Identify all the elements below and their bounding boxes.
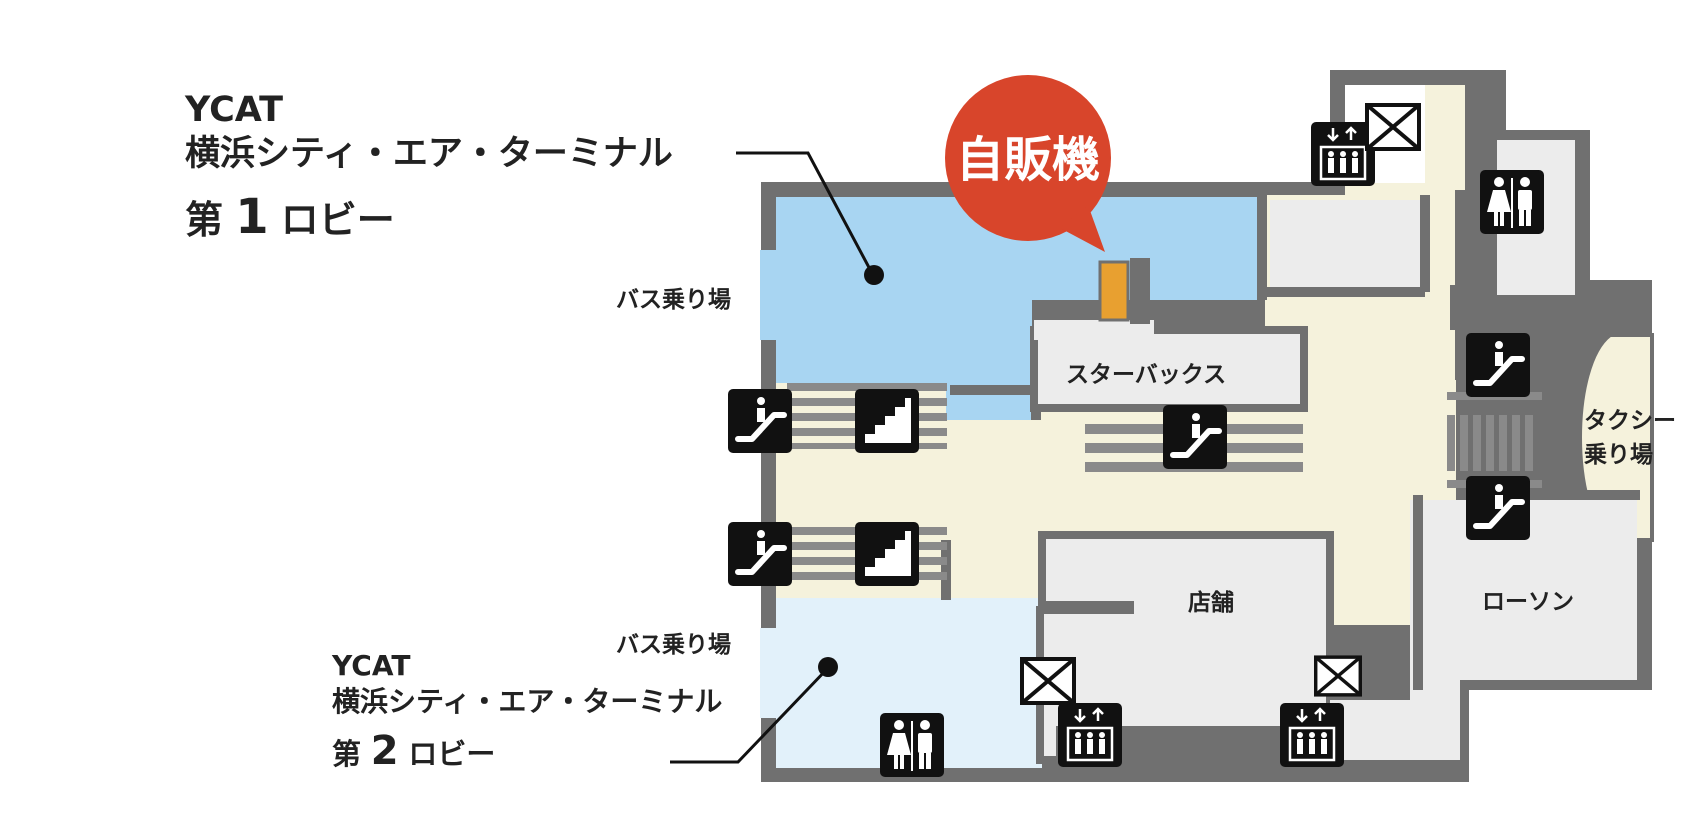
escalator-icon (728, 389, 792, 453)
bus-stop-label-upper: バス乗り場 (616, 287, 731, 313)
lobby-2-line2: 横浜シティ・エア・ターミナル (332, 685, 723, 718)
lobby-2-label: YCAT 横浜シティ・エア・ターミナル 第 2 ロビー (332, 648, 722, 776)
starbucks-label: スターバックス (1066, 362, 1227, 388)
restroom-icon (1480, 170, 1544, 234)
bus-stop-label-lower: バス乗り場 (616, 632, 731, 658)
elevator-icon (1280, 703, 1344, 767)
lawson-label: ローソン (1482, 589, 1574, 615)
lawson-store (1410, 500, 1637, 760)
lobby-2-suffix: ロビー (408, 737, 496, 771)
lobby-2-line1: YCAT (332, 649, 411, 682)
lobby-1-line1: YCAT (185, 90, 284, 130)
escalator-icon (1163, 405, 1227, 469)
lobby-2-prefix: 第 (332, 737, 362, 771)
vending-machine-badge-text: 自販機 (955, 132, 1100, 188)
lobby-2-leader-line (670, 666, 830, 764)
stairs-icon (855, 389, 919, 453)
lobby-1-number: 1 (235, 189, 269, 245)
lobby-1-line2: 横浜シティ・エア・ターミナル (185, 134, 673, 174)
upper-right-room (1270, 200, 1422, 288)
restroom-icon (880, 713, 944, 777)
lobby-2-number: 2 (370, 728, 399, 774)
escalator-icon (1466, 333, 1530, 397)
lobby-1-floor (776, 197, 1262, 420)
lobby-1-prefix: 第 (185, 198, 224, 242)
lobby-1-left-entrance (760, 250, 780, 340)
vending-machine-wall (1130, 258, 1150, 324)
taxi-stand-label-line1: タクシー (1584, 408, 1676, 434)
escalator-icon (1466, 476, 1530, 540)
vending-machine (1098, 260, 1130, 322)
taxi-stand-label-line2: 乗り場 (1584, 442, 1653, 468)
closed-box-icon (1020, 657, 1076, 705)
lobby-1-suffix: ロビー (280, 198, 395, 242)
taxi-stand-label: タクシー 乗り場 (1584, 404, 1676, 472)
closed-box-icon (1365, 103, 1421, 151)
vending-machine-badge (945, 75, 1111, 252)
lobby-1-marker (864, 265, 884, 285)
escalator-icon (728, 522, 792, 586)
lobby-1-title: 第 1 ロビー (185, 192, 673, 247)
elevator-icon (1058, 703, 1122, 767)
lower-right-room (1330, 700, 1460, 760)
closed-box-icon (1316, 657, 1361, 695)
lobby-2-left-entrance (760, 628, 780, 718)
starbucks-cutout (1034, 320, 1154, 340)
lobby-2-marker (818, 657, 838, 677)
lobby-2-title: 第 2 ロビー (332, 730, 722, 776)
shop-label: 店舗 (1188, 590, 1234, 616)
lobby-1-leader-line (736, 151, 875, 276)
stairs-icon (855, 522, 919, 586)
lobby-1-label: YCAT 横浜シティ・エア・ターミナル 第 1 ロビー (185, 90, 673, 247)
